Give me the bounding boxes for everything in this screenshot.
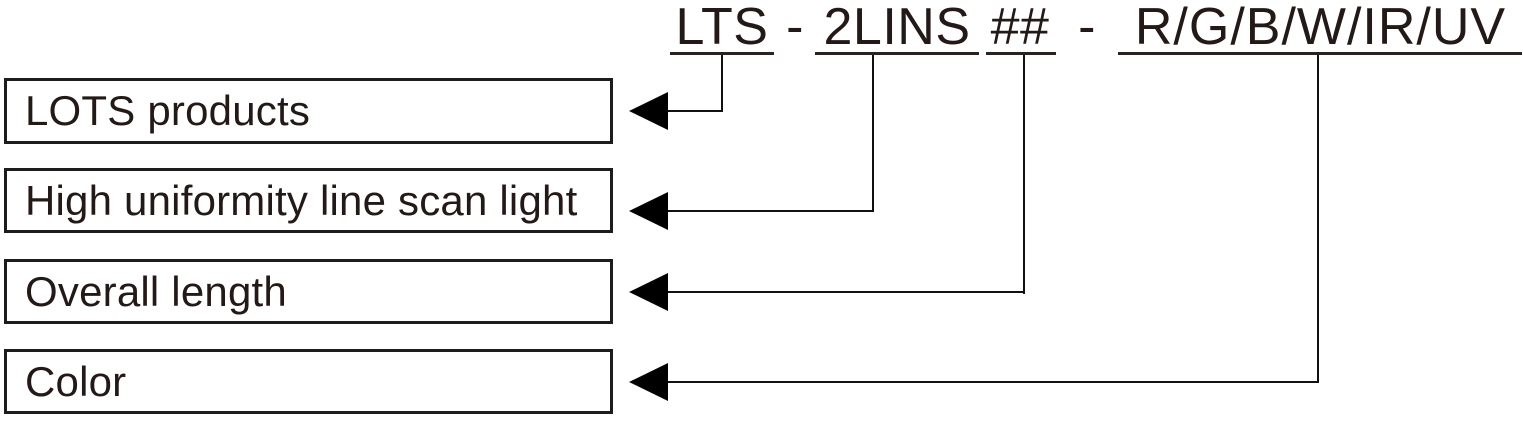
legend-box-high-uniformity: High uniformity line scan light — [4, 168, 613, 233]
connector-hline-row3 — [660, 291, 1025, 293]
underline-series — [815, 52, 979, 55]
legend-box-lots-products: LOTS products — [4, 78, 613, 144]
connector-vline-length — [1023, 55, 1025, 294]
legend-label: High uniformity line scan light — [25, 176, 578, 224]
code-separator-2: - — [1078, 0, 1096, 56]
code-segment-colors: R/G/B/W/IR/UV — [1134, 0, 1507, 56]
underline-colors — [1118, 52, 1522, 55]
legend-label: LOTS products — [25, 87, 311, 134]
code-segment-length: ## — [990, 0, 1050, 56]
connector-vline-series — [872, 55, 874, 212]
left-arrowhead-icon-row4 — [629, 363, 668, 401]
connector-hline-row1 — [660, 110, 723, 112]
code-segment-lts: LTS — [675, 0, 769, 56]
code-separator-1: - — [786, 0, 804, 56]
connector-hline-row4 — [660, 381, 1319, 383]
connector-vline-lts — [721, 55, 723, 112]
legend-label: Color — [25, 357, 127, 405]
legend-box-overall-length: Overall length — [4, 259, 613, 324]
legend-box-color: Color — [4, 349, 613, 414]
connector-hline-row2 — [660, 210, 874, 212]
legend-label: Overall length — [25, 267, 287, 315]
left-arrowhead-icon-row1 — [629, 92, 668, 130]
left-arrowhead-icon-row3 — [629, 273, 668, 311]
code-segment-series: 2LINS — [823, 0, 971, 56]
connector-vline-colors — [1317, 55, 1319, 383]
underline-length — [986, 52, 1056, 55]
left-arrowhead-icon-row2 — [629, 192, 668, 230]
underline-lts — [670, 52, 774, 55]
